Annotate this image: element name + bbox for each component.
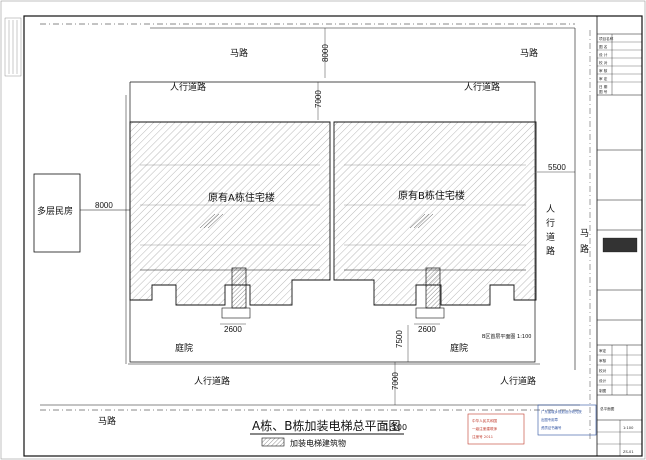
elevator-corridor-a [221,307,251,319]
svg-text:日 期: 日 期 [599,84,608,89]
building-b-label: 原有B栋住宅楼 [398,189,465,202]
svg-text:审 核: 审 核 [599,68,608,73]
courtyard-label-right: 庭院 [450,342,468,354]
svg-text:总平面图: 总平面图 [600,406,615,411]
elevator-addition-b [425,267,441,309]
svg-text:路: 路 [580,243,589,255]
svg-text:校 对: 校 对 [599,60,608,65]
legend-label: 加装电梯建筑物 [290,438,346,448]
dim-extension-left: 2600 [224,325,242,334]
svg-text:图 号: 图 号 [599,89,608,94]
sidewalk-label-top-right: 人行道路 [464,81,500,93]
dim-top-gap: 8000 [321,44,330,62]
binding-margin-notes [4,17,22,77]
svg-text:审核: 审核 [599,358,607,363]
dimension-lines [220,28,575,405]
svg-text:审 定: 审 定 [599,76,608,81]
svg-text:行: 行 [546,217,555,229]
title-block [596,15,643,457]
legend-swatch [261,437,285,447]
sidewalk-label-top-left: 人行道路 [170,81,206,93]
dim-left-gap: 8000 [95,201,113,210]
svg-text:1:100: 1:100 [623,426,634,430]
drawing-title: A栋、B栋加装电梯总平面图 [252,418,400,433]
sidewalk-label-bottom-left: 人行道路 [194,375,230,387]
svg-text:中华人民共和国: 中华人民共和国 [472,418,498,423]
svg-text:审定: 审定 [599,348,607,353]
small-plan-note: B区首层平面图 1:100 [482,333,531,340]
svg-text:人: 人 [546,204,555,215]
courtyard-label-left: 庭院 [175,342,193,354]
dim-top-setback: 7000 [314,90,323,108]
svg-text:设 计: 设 计 [599,52,608,57]
svg-text:一级注册建筑师: 一级注册建筑师 [472,426,498,431]
drawing-scale: 1:100 [384,423,407,432]
stair-marks [199,213,434,229]
svg-text:制图: 制图 [599,388,607,393]
building-b [333,121,537,306]
svg-text:道: 道 [546,231,555,243]
dim-right-gap: 5500 [548,163,566,172]
svg-text:路: 路 [546,245,555,257]
sidewalk-label-right: 人 行 道 路 [546,204,555,257]
svg-text:校对: 校对 [599,368,607,373]
svg-text:资质证书编号: 资质证书编号 [541,425,562,430]
multistory-building [33,173,81,253]
building-a [129,121,331,306]
elevator-addition-a [231,267,247,309]
multistory-label: 多层民房 [37,205,73,217]
sidewalk-label-bottom-right: 人行道路 [500,375,536,387]
road-label-right: 马 路 [580,228,589,255]
dim-extension-right: 2600 [418,325,436,334]
svg-text:设计: 设计 [599,378,607,383]
svg-text:项目名称: 项目名称 [599,36,614,41]
svg-text:出图专用章: 出图专用章 [541,417,559,422]
dim-bottom-setback: 7000 [391,372,400,390]
svg-text:注册号 2011: 注册号 2011 [472,434,493,439]
title-block-text: 项目名称 图 名 设 计 校 对 审 核 审 定 日 期 图 号 审定 审核 校… [599,36,634,454]
building-a-label: 原有A栋住宅楼 [208,191,275,204]
elevator-corridor-b [415,307,445,319]
svg-text:ZS-01: ZS-01 [623,450,634,454]
registration-stamp: 中华人民共和国 一级注册建筑师 注册号 2011 [467,413,525,445]
design-institute-stamp: 广东省城乡规划设计研究院 出图专用章 资质证书编号 [537,404,597,436]
road-label-top-right: 马路 [520,47,538,59]
svg-text:图 名: 图 名 [599,44,608,49]
road-label-bottom: 马路 [98,415,116,427]
svg-text:马: 马 [580,228,589,239]
dim-extension-depth: 7500 [395,330,404,348]
svg-text:广东省城乡规划设计研究院: 广东省城乡规划设计研究院 [541,409,582,414]
road-label-top-left: 马路 [230,47,248,59]
